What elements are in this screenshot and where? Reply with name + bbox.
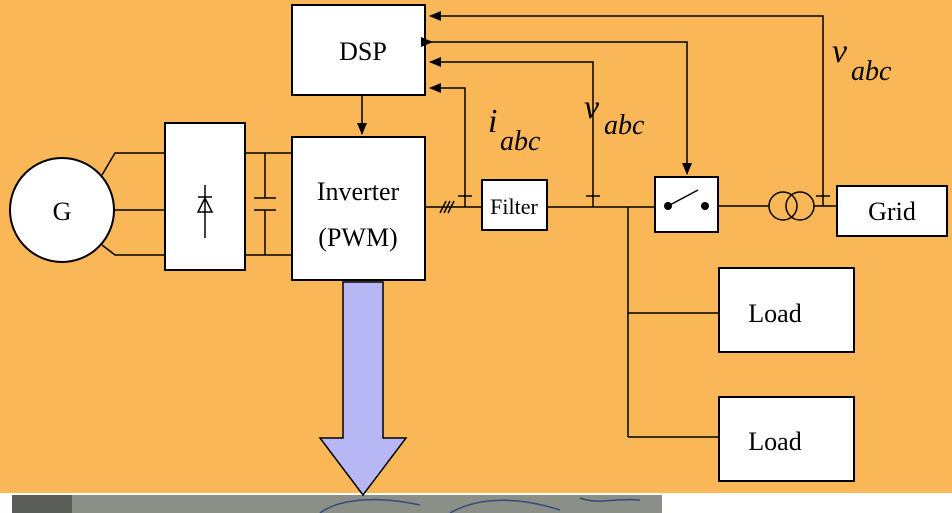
- current-feedback-line: [429, 83, 466, 196]
- current-subscript: abc: [500, 126, 541, 157]
- switch-control-line: [430, 41, 692, 175]
- grid-block: Grid: [836, 185, 948, 237]
- diode-icon: [196, 185, 214, 238]
- load-block-2: Load: [718, 396, 855, 482]
- voltage-feedback-line-mid: [429, 57, 594, 196]
- voltage-feedback-line-grid: [429, 11, 824, 196]
- voltage-mid-symbol: v: [584, 89, 600, 126]
- dsp-label: DSP: [339, 37, 387, 66]
- inverter-block: Inverter (PWM): [291, 136, 426, 281]
- dc-link-capacitor: [245, 152, 292, 256]
- current-symbol: i: [488, 103, 497, 140]
- dsp-block: DSP: [291, 4, 426, 96]
- load-block-1: Load: [718, 267, 855, 353]
- voltage-grid-subscript: abc: [851, 56, 892, 87]
- filter-block: Filter: [481, 179, 548, 231]
- breaker-switch: [654, 176, 719, 233]
- grid-connection-line: [718, 191, 837, 221]
- photo-strip: [0, 493, 952, 513]
- load-1-label: Load: [748, 299, 801, 328]
- inverter-mode-label: (PWM): [318, 223, 397, 252]
- voltage-mid-subscript: abc: [604, 110, 645, 141]
- generator-phase-lines: [101, 152, 165, 256]
- load-2-label: Load: [748, 427, 801, 456]
- generator: G: [9, 157, 115, 263]
- down-arrow-icon: [318, 281, 408, 497]
- grid-label: Grid: [868, 197, 916, 226]
- inverter-label: Inverter: [317, 177, 400, 206]
- load-branch-lines: [627, 207, 719, 438]
- generator-label: G: [53, 197, 72, 226]
- filter-label: Filter: [490, 194, 538, 219]
- voltage-grid-symbol: v: [832, 33, 848, 70]
- rectifier: [164, 122, 246, 271]
